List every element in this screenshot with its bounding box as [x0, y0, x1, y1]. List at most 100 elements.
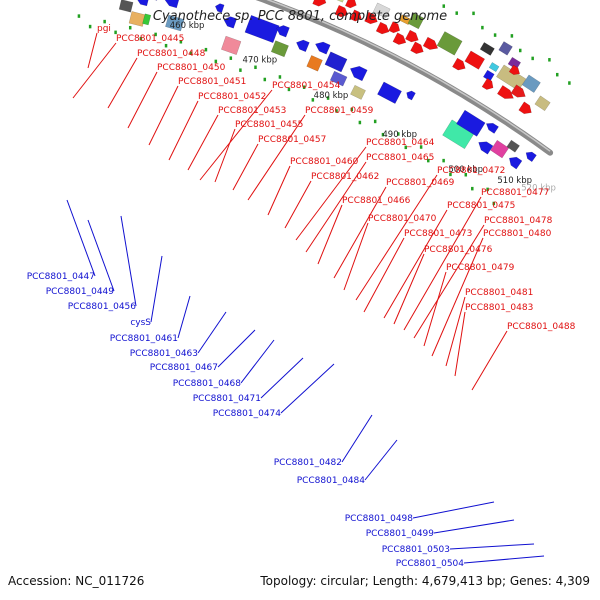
track-tick: [555, 72, 559, 77]
forward-gene-glyph: [372, 2, 391, 19]
forward-gene-label: PCC8801_0462: [311, 172, 379, 182]
forward-gene-glyph: [488, 62, 500, 73]
forward-gene-glyph: [481, 77, 494, 90]
track-tick: [239, 68, 242, 72]
reverse-gene-leader: [120, 215, 137, 307]
forward-gene-leader: [127, 71, 158, 129]
track-tick: [471, 186, 474, 191]
track-tick: [419, 145, 423, 149]
track-tick: [278, 75, 282, 79]
reverse-gene-label: PCC8801_0468: [173, 379, 242, 389]
track-tick: [518, 48, 522, 53]
track-tick: [358, 120, 362, 125]
reverse-gene-glyph: [478, 141, 494, 155]
forward-gene-glyph: [405, 29, 419, 43]
reverse-gene-label: PCC8801_0447: [27, 272, 95, 282]
reverse-gene-glyph: [324, 51, 348, 73]
forward-gene-glyph: [344, 0, 357, 9]
forward-gene-label: PCC8801_0455: [235, 120, 303, 130]
reverse-gene-glyph: [137, 0, 149, 7]
forward-gene-glyph: [392, 32, 407, 45]
reverse-gene-glyph: [270, 40, 289, 58]
track-tick: [472, 11, 475, 16]
forward-gene-glyph: [375, 21, 390, 35]
forward-gene-label: PCC8801_0448: [137, 49, 206, 59]
accession-label: Accession: NC_011726: [8, 574, 145, 588]
topology-label: Topology: circular; Length: 4,679,413 bp…: [260, 574, 590, 588]
forward-gene-leader: [413, 224, 485, 339]
forward-gene-leader: [232, 143, 259, 191]
reverse-gene-label: PCC8801_0503: [382, 545, 450, 555]
forward-gene-glyph: [452, 57, 466, 71]
reverse-gene-glyph: [223, 16, 238, 29]
scale-label: 500 kbp: [448, 165, 483, 175]
forward-gene-leader: [383, 209, 448, 319]
reverse-gene-leader: [463, 555, 545, 564]
track-tick: [254, 65, 257, 70]
reverse-gene-glyph: [296, 39, 310, 53]
track-tick: [287, 87, 291, 92]
scale-label: 520 kbp: [521, 184, 556, 194]
track-tick: [263, 77, 267, 82]
forward-gene-leader: [247, 114, 306, 201]
reverse-gene-leader: [364, 439, 398, 481]
forward-gene-label: PCC8801_0466: [342, 196, 411, 206]
track-tick: [214, 59, 218, 64]
track-tick: [481, 25, 484, 30]
reverse-gene-leader: [197, 311, 227, 354]
track-tick: [442, 158, 445, 163]
backbone-highlight: [266, 0, 551, 152]
reverse-gene-label: PCC8801_0467: [150, 363, 218, 373]
forward-gene-glyph: [436, 31, 463, 56]
forward-gene-leader: [107, 57, 138, 109]
forward-gene-leader: [187, 114, 219, 171]
track-tick: [77, 14, 81, 18]
forward-gene-glyph: [534, 95, 551, 112]
forward-gene-label: PCC8801_0472: [437, 166, 505, 176]
reverse-gene-glyph: [508, 64, 521, 75]
forward-gene-label: PCC8801_0470: [368, 214, 437, 224]
track-tick: [114, 30, 117, 35]
reverse-gene-leader: [150, 255, 163, 323]
reverse-gene-glyph: [490, 139, 510, 159]
reverse-gene-glyph: [315, 41, 331, 55]
forward-gene-glyph: [422, 36, 439, 50]
reverse-gene-label: PCC8801_0484: [297, 476, 366, 486]
forward-gene-label: PCC8801_0457: [258, 135, 326, 145]
track-tick: [531, 56, 534, 61]
forward-gene-leader: [431, 237, 484, 357]
forward-gene-label: PCC8801_0477: [481, 188, 549, 198]
track-tick: [302, 85, 306, 89]
forward-gene-glyph: [388, 21, 401, 34]
track-tick: [154, 32, 157, 37]
reverse-gene-leader: [240, 339, 275, 384]
map-title: Cyanothece sp. PCC 8801, complete genome: [152, 9, 448, 24]
reverse-gene-label: PCC8801_0498: [345, 514, 414, 524]
forward-gene-label: PCC8801_0452: [198, 92, 266, 102]
reverse-gene-glyph: [349, 66, 368, 82]
forward-gene-label: PCC8801_0479: [446, 263, 515, 273]
track-tick: [204, 47, 208, 52]
forward-gene-glyph: [364, 11, 378, 25]
reverse-gene-glyph: [506, 139, 520, 153]
forward-gene-leader: [199, 89, 273, 181]
forward-gene-label: PCC8801_0483: [465, 303, 533, 313]
forward-gene-leader: [87, 32, 98, 69]
reverse-gene-glyph: [377, 81, 402, 104]
genome-backbone: [255, 0, 554, 156]
reverse-gene-leader: [66, 199, 96, 277]
forward-gene-leader: [72, 42, 117, 99]
track-tick: [164, 43, 168, 48]
forward-gene-label: pgi: [97, 24, 111, 34]
forward-gene-glyph: [521, 74, 541, 93]
reverse-gene-label: PCC8801_0474: [213, 409, 282, 419]
forward-gene-leader: [423, 271, 447, 347]
reverse-gene-glyph: [164, 0, 180, 9]
forward-gene-leader: [284, 180, 312, 229]
forward-gene-leader: [295, 146, 367, 241]
forward-gene-leader: [445, 296, 466, 367]
forward-gene-glyph: [479, 42, 495, 56]
track-tick: [373, 119, 377, 124]
forward-gene-leader: [393, 253, 425, 325]
reverse-gene-glyph: [329, 70, 348, 87]
